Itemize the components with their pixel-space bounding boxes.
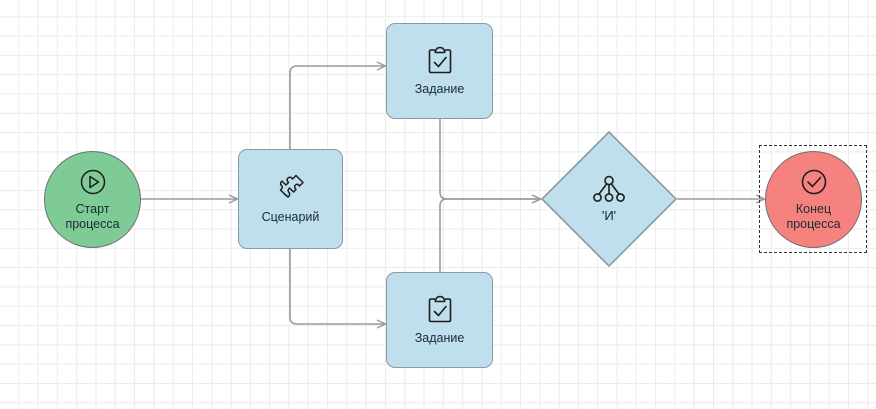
gateway-diamond-shape	[541, 131, 677, 267]
node-start-event[interactable]: Старт процесса	[44, 151, 141, 248]
selection-outline	[759, 145, 867, 253]
edge-task-bottom-to-gateway	[439, 199, 540, 272]
edge-script-to-task-top	[289, 66, 385, 149]
puzzle-piece-icon	[275, 173, 307, 205]
node-script-task[interactable]: Сценарий	[238, 149, 343, 249]
node-user-task-top-label: Задание	[414, 82, 465, 96]
edge-task-top-to-gateway	[439, 119, 540, 199]
node-end-event-label: Конец процесса	[786, 202, 841, 231]
edge-script-to-task-bottom	[289, 249, 385, 324]
play-circle-icon	[78, 167, 108, 197]
node-end-event[interactable]: Конец процесса	[765, 151, 862, 248]
node-user-task-bottom[interactable]: Задание	[386, 272, 493, 368]
node-parallel-gateway[interactable]: 'И'	[541, 131, 677, 267]
node-user-task-top[interactable]: Задание	[386, 23, 493, 119]
node-user-task-bottom-label: Задание	[414, 331, 465, 345]
node-parallel-gateway-label: 'И'	[601, 208, 617, 223]
clipboard-check-icon	[426, 294, 454, 326]
node-start-event-label: Старт процесса	[65, 202, 120, 231]
clipboard-check-icon	[426, 45, 454, 77]
node-script-task-label: Сценарий	[261, 210, 320, 224]
parallel-fork-icon	[592, 175, 626, 205]
check-circle-icon	[799, 167, 829, 197]
